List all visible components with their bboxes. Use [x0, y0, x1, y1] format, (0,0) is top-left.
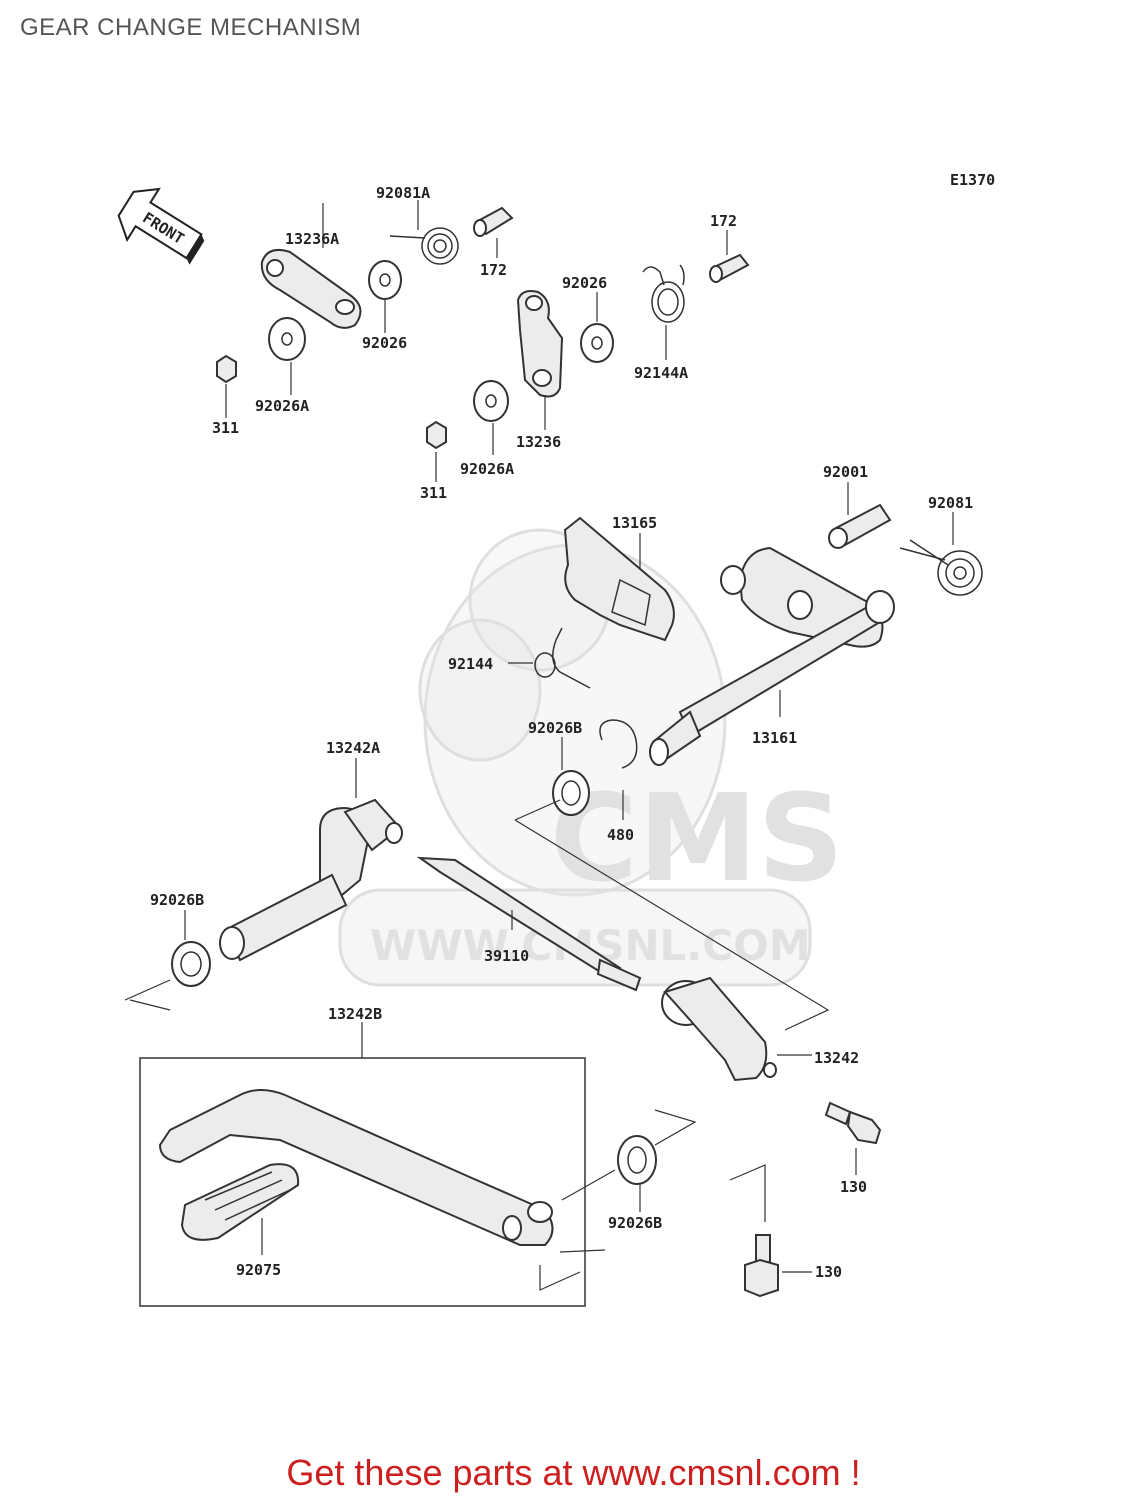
part-92075-pedal-rubber — [180, 1163, 300, 1241]
label-311-left: 311 — [212, 419, 239, 437]
label-92144A: 92144A — [634, 364, 688, 382]
part-39110-tie-rod — [416, 856, 642, 992]
assembly-guide-lines — [124, 799, 830, 1291]
label-92026A-right: 92026A — [460, 460, 514, 478]
label-39110: 39110 — [484, 947, 529, 965]
label-92026B-lower: 92026B — [608, 1214, 662, 1232]
part-13236A — [260, 249, 362, 329]
part-13236 — [516, 290, 564, 398]
spring-92144A — [642, 264, 685, 323]
page-title: GEAR CHANGE MECHANISM — [20, 14, 362, 41]
label-92026-right: 92026 — [562, 274, 607, 292]
washer-92026B-left — [171, 941, 211, 987]
watermark-logo: CMS — [550, 770, 844, 909]
pin-172-top — [473, 206, 514, 237]
part-13242B-pedal — [139, 1057, 586, 1307]
label-311-right: 311 — [420, 484, 447, 502]
spring-92144 — [534, 627, 591, 689]
front-arrow-icon: FRONT — [117, 187, 205, 265]
spring-92081 — [899, 539, 983, 596]
spring-92081A — [389, 227, 459, 265]
label-13236A: 13236A — [285, 230, 339, 248]
washer-92026B-middle — [552, 770, 590, 816]
label-130-upper: 130 — [840, 1178, 867, 1196]
bolt-130-upper — [824, 1101, 882, 1145]
label-13242: 13242 — [814, 1049, 859, 1067]
washer-92026-right — [580, 323, 614, 363]
label-480: 480 — [607, 826, 634, 844]
circlip-480 — [599, 719, 638, 769]
label-92081: 92081 — [928, 494, 973, 512]
exploded-parts-diagram: CMS WWW.CMSNL.COM E1370 FRONT — [117, 171, 995, 1307]
pin-92001 — [828, 503, 892, 549]
label-92001: 92001 — [823, 463, 868, 481]
part-13165 — [563, 516, 675, 642]
part-labels: 92081A 13236A 172 172 92026 92026 92144A… — [150, 184, 973, 1281]
washer-92026A-right — [473, 380, 509, 422]
label-92081A: 92081A — [376, 184, 430, 202]
label-13236: 13236 — [516, 433, 561, 451]
watermark: CMS WWW.CMSNL.COM — [338, 528, 844, 987]
nut-311-right — [426, 420, 447, 450]
part-13242 — [661, 976, 777, 1082]
label-13242B: 13242B — [328, 1005, 382, 1023]
label-92026B-middle: 92026B — [528, 719, 582, 737]
label-92144: 92144 — [448, 655, 493, 673]
washer-92026-top — [368, 260, 402, 300]
label-92075: 92075 — [236, 1261, 281, 1279]
label-130-lower: 130 — [815, 1263, 842, 1281]
label-92026B-left: 92026B — [150, 891, 204, 909]
label-92026A-left: 92026A — [255, 397, 309, 415]
leader-lines — [184, 200, 954, 1273]
label-172-top: 172 — [480, 261, 507, 279]
label-13165: 13165 — [612, 514, 657, 532]
diagram-code: E1370 — [950, 171, 995, 189]
label-92026-top: 92026 — [362, 334, 407, 352]
label-13161: 13161 — [752, 729, 797, 747]
nut-311-left — [216, 354, 237, 384]
part-13242A — [219, 798, 403, 962]
footer-promo-text: Get these parts at www.cmsnl.com ! — [286, 1452, 861, 1493]
pin-172-right — [709, 253, 750, 283]
part-13161-shift-shaft — [649, 546, 895, 766]
washer-92026B-lower — [617, 1135, 657, 1185]
label-172-right: 172 — [710, 212, 737, 230]
bolt-130-lower — [744, 1234, 779, 1298]
washer-92026A-left — [268, 317, 306, 361]
label-13242A: 13242A — [326, 739, 380, 757]
